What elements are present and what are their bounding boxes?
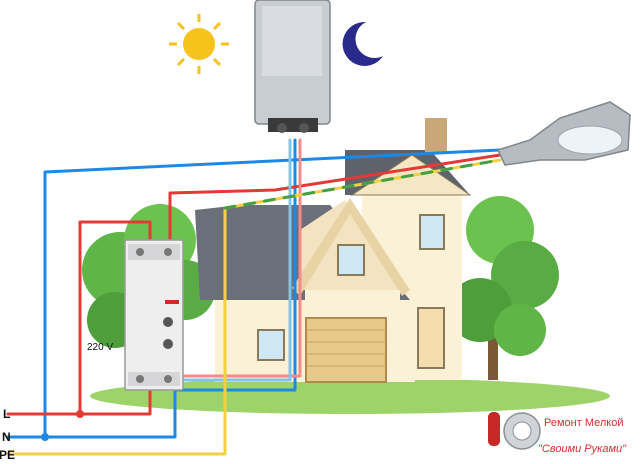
street-lamp	[496, 101, 631, 166]
garage-door	[305, 317, 387, 383]
watermark-logo-icon	[488, 412, 541, 450]
lawn	[90, 378, 610, 414]
gable-window	[337, 244, 365, 276]
photo-relay-module	[124, 239, 184, 391]
label-n: N	[2, 430, 11, 444]
window	[419, 214, 445, 250]
chimney	[425, 118, 447, 154]
wire-l	[6, 220, 152, 416]
light-sensor	[254, 0, 331, 133]
label-l: L	[3, 407, 10, 421]
voltage-label: 220 V	[87, 342, 113, 353]
house	[195, 118, 472, 383]
tree-right	[448, 196, 559, 380]
front-window	[257, 329, 285, 361]
label-pe: PE	[0, 448, 15, 462]
wires	[6, 138, 502, 456]
watermark-line-2: "Своими Руками"	[538, 443, 627, 455]
wire-n	[6, 148, 502, 439]
side-door	[417, 307, 445, 369]
sun-icon	[169, 14, 229, 74]
moon-icon	[342, 21, 383, 66]
watermark-line-1: Ремонт Мелкой	[544, 417, 623, 429]
